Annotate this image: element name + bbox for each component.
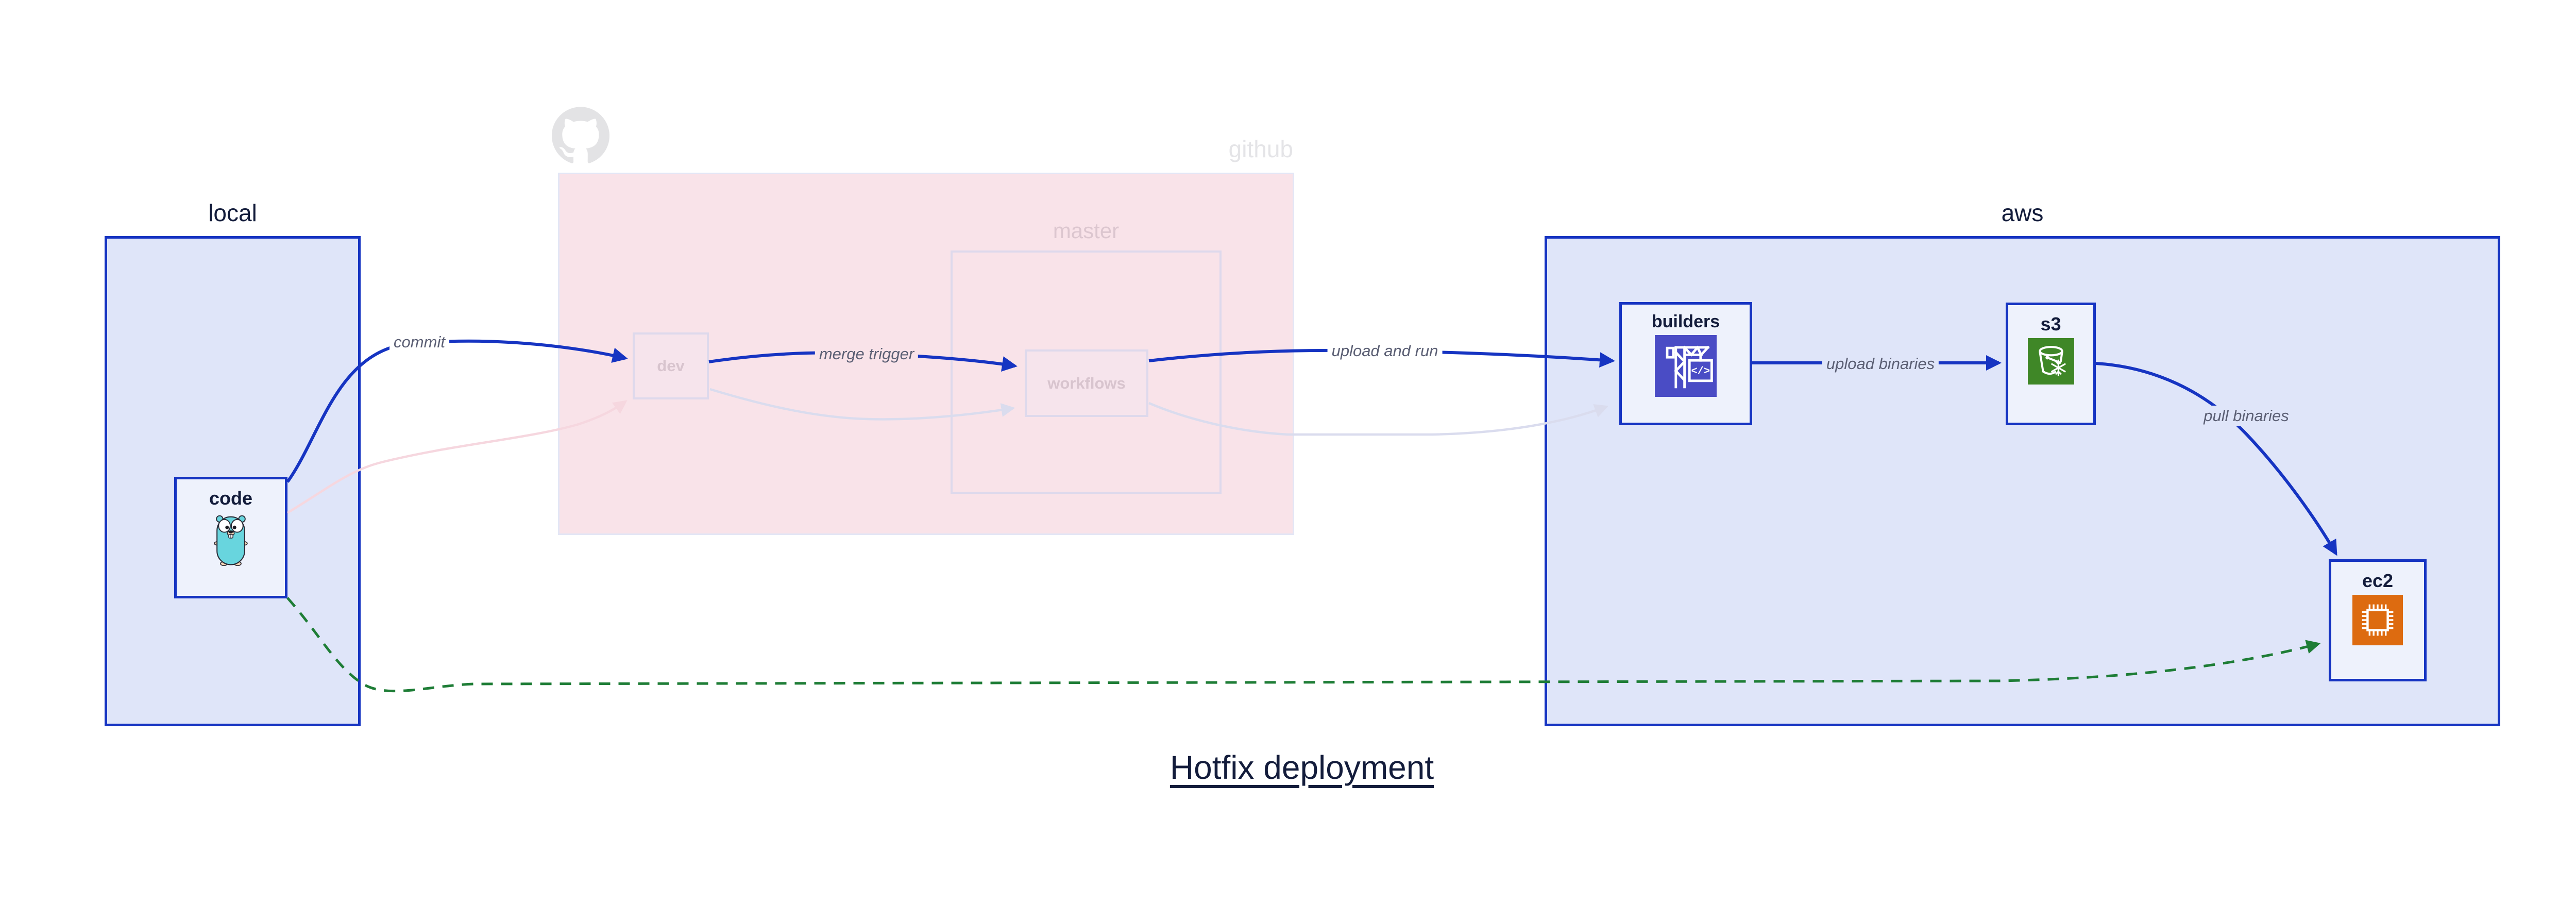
edge-label-upload-binaries: upload binaries bbox=[1822, 354, 1939, 374]
node-dev: dev bbox=[633, 332, 709, 399]
node-ec2-label: ec2 bbox=[2362, 570, 2394, 591]
container-github-label: github bbox=[1228, 136, 1293, 162]
diagram-title: Hotfix deployment bbox=[1170, 749, 1434, 786]
edge-label-pull-binaries: pull binaries bbox=[2199, 406, 2293, 426]
node-workflows-label: workflows bbox=[1047, 374, 1126, 392]
edge-label-upload-and-run: upload and run bbox=[1327, 341, 1443, 361]
container-master-label: master bbox=[1053, 219, 1120, 243]
container-aws-label: aws bbox=[2001, 199, 2044, 226]
node-ec2: ec2 bbox=[2329, 559, 2427, 681]
node-code-label: code bbox=[209, 488, 253, 509]
aws-s3-glacier-icon bbox=[2027, 338, 2074, 385]
edge-label-commit: commit bbox=[389, 332, 449, 353]
aws-codebuild-icon: </> bbox=[1655, 335, 1717, 397]
edge-label-merge-trigger: merge trigger bbox=[815, 344, 919, 364]
node-s3: s3 bbox=[2006, 303, 2096, 425]
node-s3-label: s3 bbox=[2040, 313, 2061, 335]
container-master bbox=[951, 250, 1222, 494]
node-builders: builders </> bbox=[1619, 302, 1752, 425]
go-gopher-icon bbox=[214, 515, 248, 566]
github-logo-icon bbox=[552, 107, 609, 163]
container-local-label: local bbox=[208, 199, 257, 226]
node-builders-label: builders bbox=[1651, 312, 1720, 331]
aws-ec2-chip-icon bbox=[2352, 595, 2403, 645]
node-workflows: workflows bbox=[1025, 349, 1148, 417]
svg-text:</>: </> bbox=[1691, 366, 1710, 378]
node-dev-label: dev bbox=[657, 357, 685, 375]
node-code: code bbox=[174, 477, 287, 598]
